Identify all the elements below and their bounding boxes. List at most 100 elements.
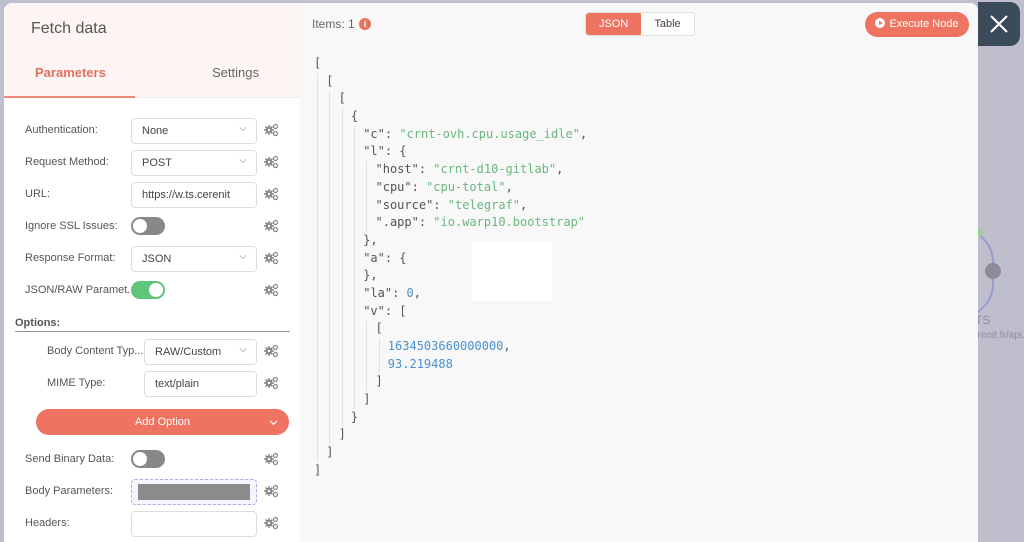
node-header: Fetch data Parameters Settings [4, 3, 300, 98]
json-raw-toggle[interactable] [131, 281, 165, 299]
json-num: 0 [406, 285, 414, 300]
body-content-type-value: RAW/Custom [155, 346, 222, 358]
indent-guide [366, 161, 368, 232]
json-line: "la": 0, [314, 285, 587, 303]
json-text: }, [363, 232, 378, 247]
json-tail: , [505, 179, 513, 194]
gear-icon[interactable] [263, 376, 279, 390]
add-option-button[interactable]: Add Option [36, 409, 289, 435]
mime-type-row: MIME Type: text/plain [4, 371, 300, 397]
close-icon [990, 15, 1008, 33]
json-tail: , [579, 126, 588, 141]
json-line: [ [314, 90, 587, 108]
json-line: ] [314, 426, 587, 444]
mime-type-input[interactable]: text/plain [144, 371, 257, 397]
json-line: ] [314, 462, 587, 480]
toggle-knob [133, 219, 147, 233]
options-divider [15, 331, 290, 332]
json-key: "c": [363, 126, 400, 141]
url-value: https://w.ts.cerenit [142, 189, 231, 201]
json-key: "l": { [363, 144, 407, 159]
json-key: "cpu": [375, 179, 427, 194]
json-line: ] [314, 444, 587, 462]
tab-parameters[interactable]: Parameters [35, 65, 106, 80]
json-text: ] [375, 374, 383, 389]
close-button[interactable] [978, 2, 1020, 46]
json-line: } [314, 409, 587, 427]
response-format-select[interactable]: JSON [131, 246, 257, 272]
options-heading: Options: [15, 317, 61, 329]
json-line: "source": "telegraf", [314, 197, 587, 215]
json-line: }, [314, 232, 587, 250]
node-title[interactable]: Fetch data [31, 20, 107, 37]
gear-icon[interactable] [263, 283, 279, 297]
execute-node-label: Execute Node [889, 18, 959, 30]
items-count: Items: 1 i [312, 17, 372, 31]
play-icon [875, 18, 886, 28]
headers-input[interactable] [131, 511, 257, 537]
response-format-row: Response Format: JSON [4, 246, 300, 272]
info-icon[interactable]: i [359, 18, 372, 30]
body-content-type-label: Body Content Typ... [47, 345, 144, 357]
request-method-select[interactable]: POST [131, 150, 257, 176]
json-str: "telegraf" [447, 197, 520, 212]
gear-icon[interactable] [263, 251, 279, 265]
gear-icon[interactable] [263, 219, 279, 233]
redacted-value [138, 484, 250, 500]
json-line: [ [314, 73, 587, 91]
indent-guide [353, 125, 355, 409]
body-parameters-input[interactable] [131, 479, 257, 505]
gear-icon[interactable] [263, 155, 279, 169]
json-key: "source": [375, 197, 448, 212]
body-content-type-select[interactable]: RAW/Custom [144, 339, 257, 365]
view-json-button[interactable]: JSON [586, 13, 642, 35]
json-text: ] [363, 392, 371, 407]
json-line: "a": { [314, 250, 587, 268]
gear-icon[interactable] [263, 344, 279, 358]
gear-icon[interactable] [263, 123, 279, 137]
json-line: "v": [ [314, 303, 587, 321]
authentication-row: Authentication: None [4, 118, 300, 144]
node-output-dot[interactable] [985, 263, 1001, 279]
json-line: "host": "crnt-d10-gitlab", [314, 161, 587, 179]
body-content-type-row: Body Content Typ... RAW/Custom [4, 339, 300, 365]
json-line: "cpu": "cpu-total", [314, 179, 587, 197]
json-line: 1634503660000000, [314, 338, 587, 356]
send-binary-toggle[interactable] [131, 450, 165, 468]
canvas-node-subtitle: erenit.fr/api... [972, 330, 1024, 341]
request-method-row: Request Method: POST [4, 150, 300, 176]
gear-icon[interactable] [263, 187, 279, 201]
send-binary-label: Send Binary Data: [25, 453, 115, 465]
ignore-ssl-label: Ignore SSL Issues: [25, 220, 118, 232]
output-view-toggle: JSON Table [585, 12, 695, 36]
json-text: }, [363, 268, 378, 283]
body-parameters-row: Body Parameters: [4, 479, 300, 505]
url-label: URL: [25, 188, 51, 200]
response-format-value: JSON [142, 253, 172, 265]
gear-icon[interactable] [263, 452, 279, 466]
json-text: } [350, 409, 359, 424]
ignore-ssl-toggle[interactable] [131, 217, 165, 235]
output-panel: Items: 1 i JSON Table Execute Node [[[{"… [300, 3, 978, 542]
view-table-button[interactable]: Table [654, 18, 681, 30]
chevron-down-icon [239, 348, 247, 353]
json-tail: , [520, 197, 528, 212]
active-tab-indicator [4, 96, 135, 98]
chevron-down-icon [239, 159, 247, 164]
canvas-node-label: TS [975, 313, 991, 327]
gear-icon[interactable] [263, 484, 279, 498]
toggle-knob [133, 452, 147, 466]
chevron-down-icon [239, 255, 247, 260]
gear-icon[interactable] [263, 516, 279, 530]
ignore-ssl-row: Ignore SSL Issues: [4, 214, 300, 240]
json-line: "l": { [314, 143, 587, 161]
chevron-down-icon [269, 420, 278, 426]
tab-settings[interactable]: Settings [212, 65, 259, 80]
json-line: 93.219488 [314, 356, 587, 374]
indent-guide [341, 108, 343, 427]
authentication-select[interactable]: None [131, 118, 257, 144]
json-str: "crnt-d10-gitlab" [433, 162, 557, 177]
execute-node-button[interactable]: Execute Node [865, 12, 969, 37]
indent-guide [366, 320, 368, 392]
url-input[interactable]: https://w.ts.cerenit [131, 182, 257, 208]
